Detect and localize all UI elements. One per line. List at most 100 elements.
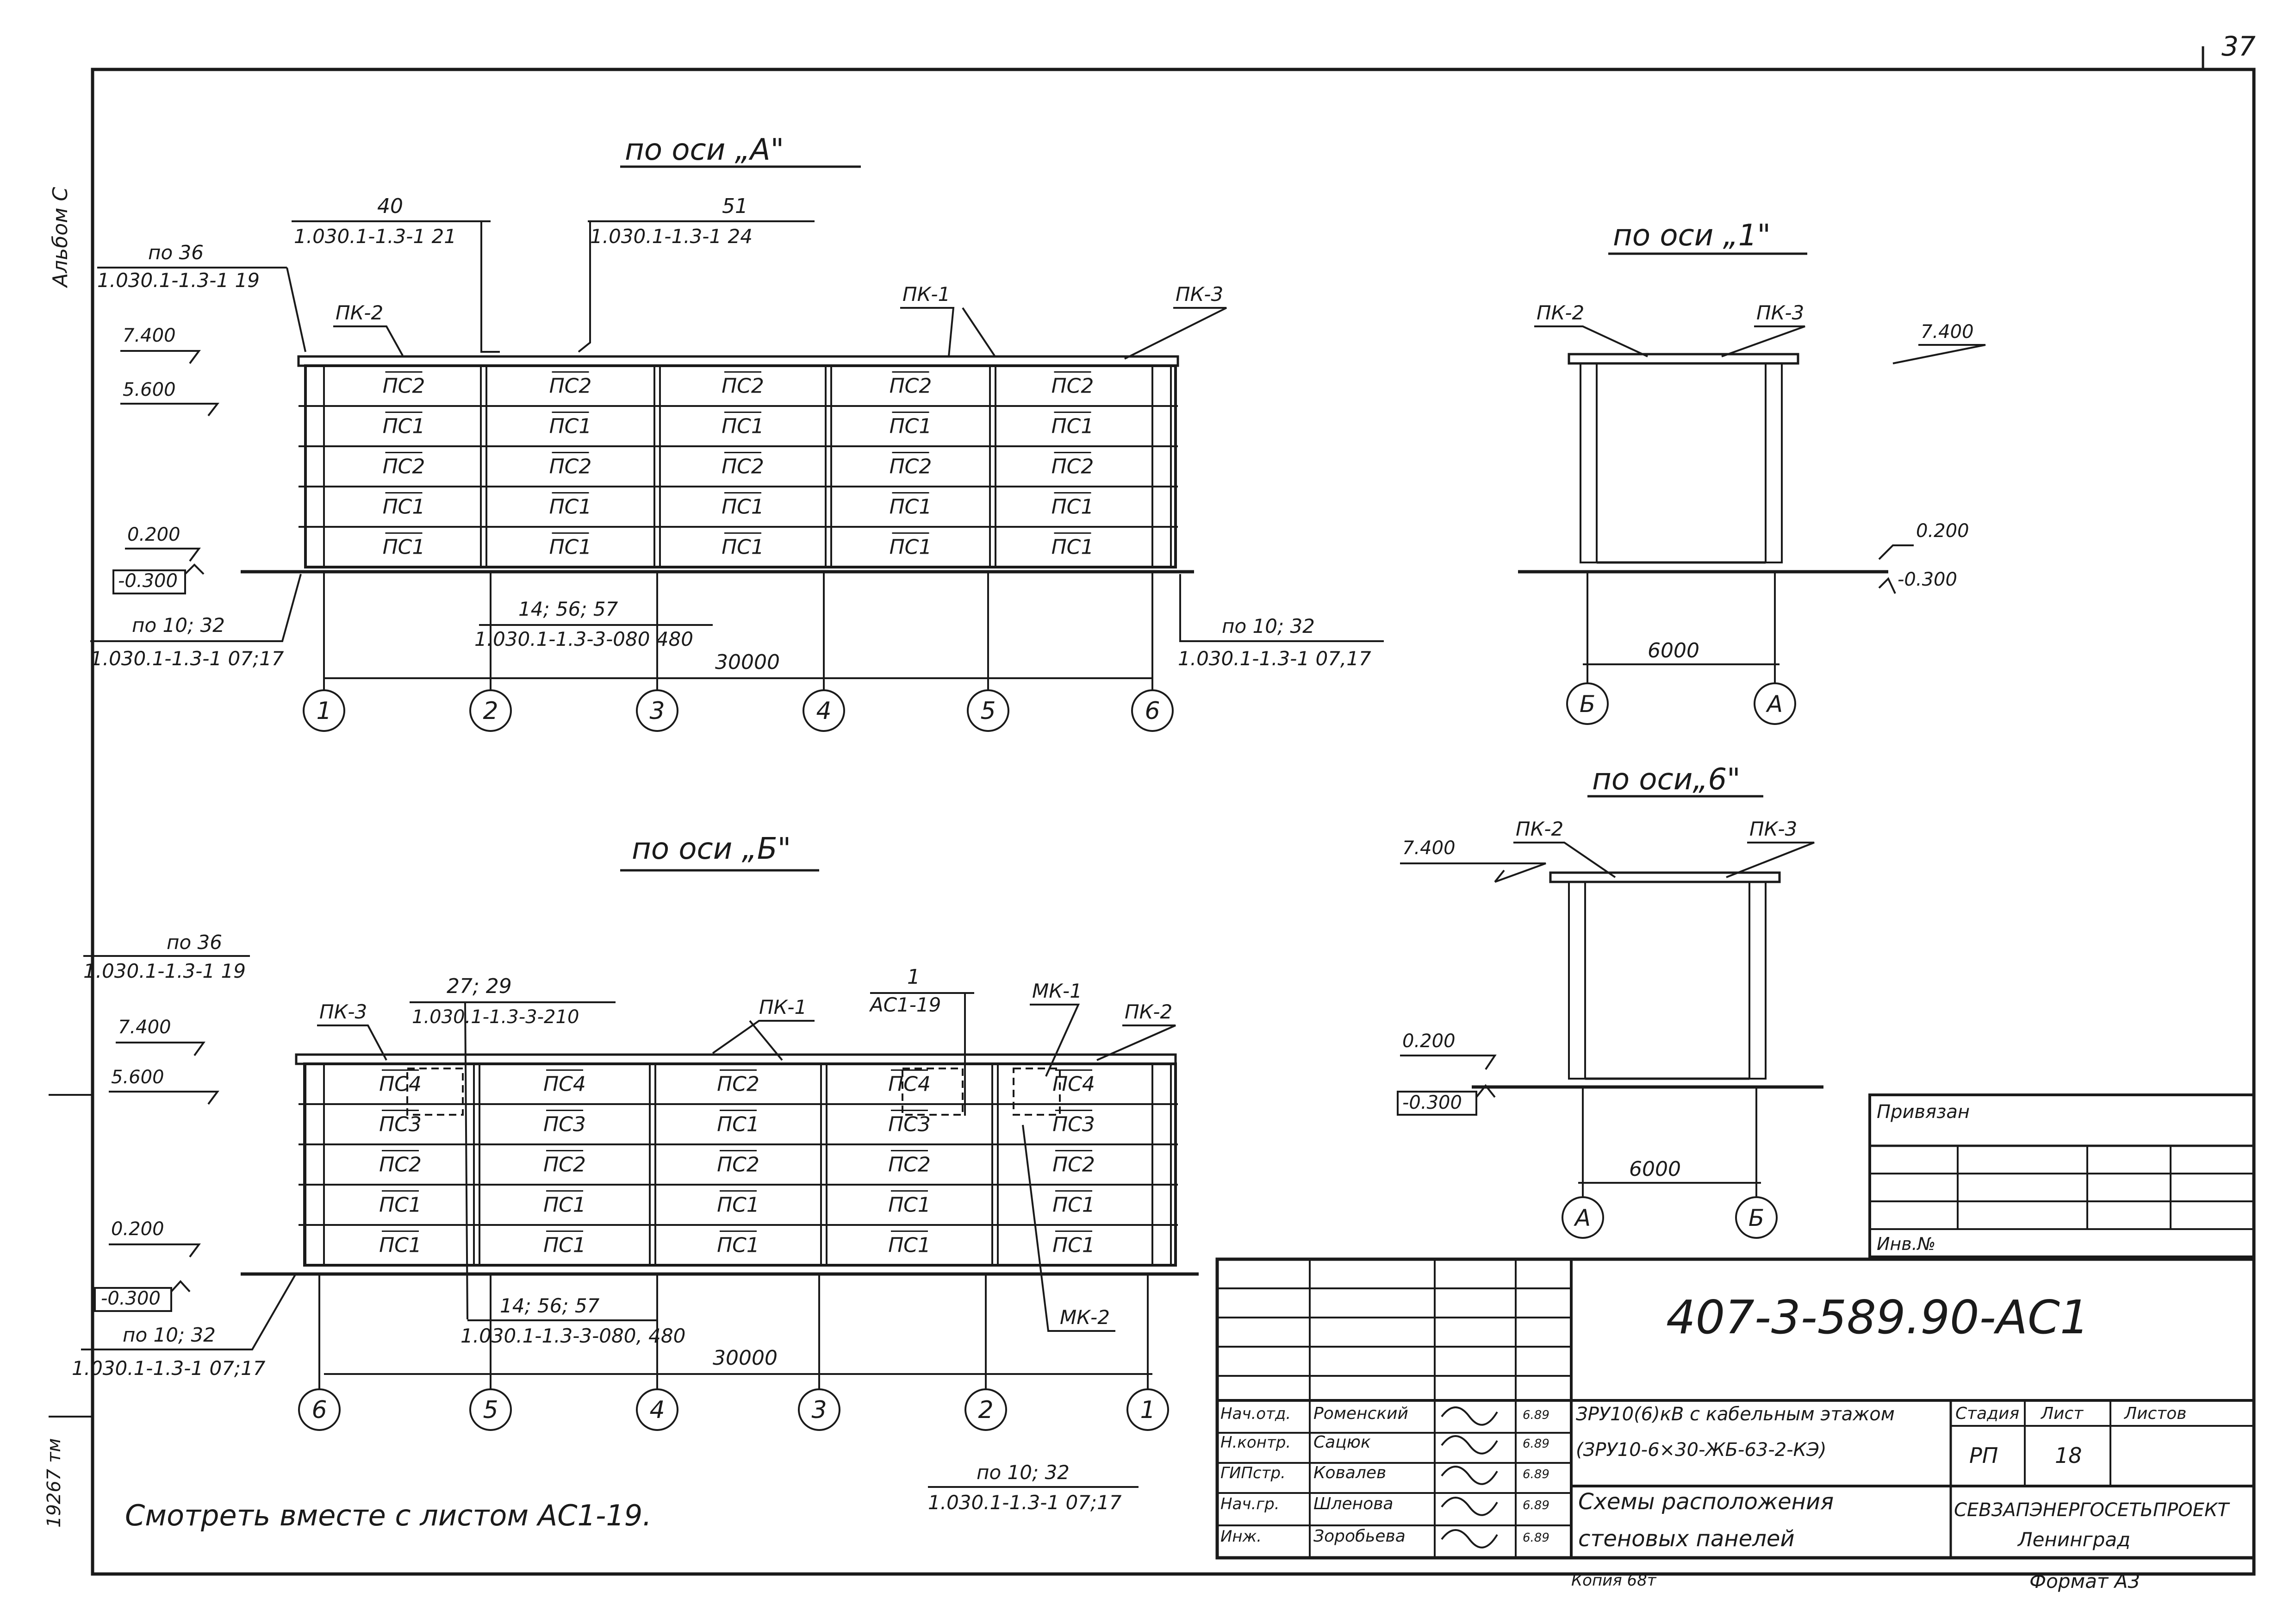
- view_b-panel-label: ПС1: [379, 1193, 422, 1217]
- view-b-level-0300: -0.300: [101, 1288, 161, 1309]
- view-6-level-7400: 7.400: [1402, 837, 1456, 859]
- signatory-name: Шленова: [1313, 1494, 1394, 1513]
- signature-mark: [1441, 1435, 1498, 1455]
- view-b-bottom-right-num: по 10; 32: [977, 1461, 1070, 1484]
- view_a-panel-label: ПС2: [890, 375, 932, 398]
- signatory-date: 6.89: [1523, 1499, 1549, 1512]
- organization-name: СЕВЗАПЭНЕРГОСЕТЬПРОЕКТ: [1954, 1499, 2230, 1521]
- view-b-top-ref: 1.030.1-1.3-3-210: [412, 1006, 579, 1028]
- binding-stamp: Привязан Инв.№: [1868, 1093, 2255, 1258]
- signatory-name: Сацюк: [1313, 1433, 1371, 1452]
- view-b-ac-num: 1: [907, 965, 920, 989]
- format-note: Формат А3: [2029, 1570, 2140, 1593]
- view_a-panel-label: ПС2: [722, 375, 764, 398]
- view-1-dimension: 6000: [1648, 639, 1699, 662]
- stage-label: Стадия: [1955, 1404, 2019, 1423]
- view_b-panel-label: ПС2: [379, 1153, 422, 1177]
- view_b-axis-label: 3: [811, 1396, 827, 1424]
- view-a-mark-pk2: ПК-2: [336, 301, 383, 324]
- view-a-bottom-mid-num: 14; 56; 57: [518, 598, 618, 620]
- view_a-panel-label: ПС1: [890, 415, 932, 438]
- view_b-panel-label: ПС3: [1052, 1113, 1095, 1137]
- view-1-level-0300: -0.300: [1898, 569, 1957, 590]
- view_b-panel-label: ПС2: [717, 1153, 759, 1177]
- view_a-panel-label: ПС1: [722, 415, 764, 438]
- view-b-mark-pk1: ПК-1: [759, 996, 807, 1018]
- organization-city: Ленинград: [2017, 1528, 2130, 1551]
- view_b-panel-label: ПС1: [888, 1234, 931, 1257]
- inv-no-label: Инв.№: [1877, 1234, 1935, 1254]
- view-b-level-0200: 0.200: [111, 1218, 164, 1240]
- view_a-panel-label: ПС1: [1052, 415, 1094, 438]
- elevation-axis-b: по оси „Б" по 36 1.030.1-1.3-1 19 27; 29…: [72, 832, 1199, 1514]
- view-a-ref2-num: 51: [722, 194, 748, 218]
- view_a-panel-label: ПС2: [1052, 375, 1094, 398]
- signatory-date: 6.89: [1523, 1437, 1549, 1451]
- signatory-date: 6.89: [1523, 1531, 1549, 1545]
- view-a-bottom-right-ref: 1.030.1-1.3-1 07,17: [1178, 647, 1371, 670]
- view-6-level-0300: -0.300: [1402, 1092, 1462, 1113]
- view-1-mark-pk2: ПК-2: [1537, 301, 1584, 324]
- page-number: 37: [2221, 31, 2256, 62]
- view_b-panel-label: ПС1: [1052, 1193, 1095, 1217]
- view-1-level-7400: 7.400: [1921, 321, 1974, 343]
- view-6-mark-pk3: ПК-3: [1749, 818, 1797, 840]
- view_b-panel-label: ПС4: [888, 1073, 931, 1096]
- view-b-title: по оси „Б": [632, 832, 791, 866]
- object-line-2: (ЗРУ10-6×30-ЖБ-63-2-КЭ): [1576, 1439, 1826, 1461]
- view-a-bottom-left-ref: 1.030.1-1.3-1 07;17: [90, 647, 284, 670]
- view_a-panel-label: ПС2: [722, 455, 764, 479]
- elevation-axis-1: по оси „1" ПК-2 ПК-3 7.400 0.200 -0.300 …: [1518, 219, 1986, 725]
- view-b-mark-mk1: МК-1: [1032, 980, 1082, 1002]
- signatory-date: 6.89: [1523, 1408, 1549, 1422]
- view_a-panel-label: ПС1: [383, 536, 425, 559]
- view_b-panel-label: ПС2: [1052, 1153, 1095, 1177]
- view_a-panel-label: ПС2: [549, 455, 592, 479]
- signature-mark: [1441, 1497, 1498, 1516]
- view-b-mark-mk2: МК-2: [1060, 1306, 1110, 1329]
- view_a-axis-label: 5: [980, 697, 996, 725]
- view_a-panel-label: ПС1: [549, 415, 592, 438]
- view-a-bottom-mid-ref: 1.030.1-1.3-3-080 480: [474, 628, 693, 650]
- signatory-name: Роменский: [1313, 1404, 1408, 1423]
- view_a-panel-label: ПС2: [549, 375, 592, 398]
- privyazan-label: Привязан: [1877, 1101, 1970, 1123]
- view-6-axis-b: Б: [1748, 1205, 1764, 1231]
- view_b-panel-label: ПС2: [717, 1073, 759, 1096]
- view_b-panel-label: ПС4: [1052, 1073, 1095, 1096]
- copied-note: Копия 68т: [1571, 1571, 1657, 1590]
- view-a-level-7400: 7.400: [123, 325, 176, 346]
- view-b-bottom-left-ref: 1.030.1-1.3-1 07;17: [72, 1357, 266, 1380]
- view-6-level-0200: 0.200: [1402, 1031, 1456, 1052]
- view-b-left-ref: 1.030.1-1.3-1 19: [83, 960, 246, 982]
- view_a-panel-label: ПС2: [890, 455, 932, 479]
- signature-mark: [1441, 1466, 1498, 1485]
- view-6-title: по оси„6": [1592, 762, 1741, 797]
- view_b-axis-label: 2: [978, 1396, 993, 1424]
- view-6-mark-pk2: ПК-2: [1516, 818, 1563, 840]
- view-1-title: по оси „1": [1613, 219, 1771, 253]
- view_b-panel-label: ПС1: [717, 1193, 759, 1217]
- view_b-panel-label: ПС1: [543, 1234, 586, 1257]
- sheet-frame: [91, 68, 2256, 1576]
- signatory-role: Н.контр.: [1220, 1433, 1291, 1452]
- view_a-axis-label: 1: [316, 697, 331, 725]
- view_b-panel-label: ПС2: [888, 1153, 931, 1177]
- signatory-date: 6.89: [1523, 1468, 1549, 1481]
- view-b-level-7400: 7.400: [118, 1017, 171, 1038]
- view_b-panel-label: ПС1: [717, 1113, 759, 1137]
- view_b-panel-label: ПС4: [379, 1073, 422, 1096]
- view-1-axis-a: А: [1766, 691, 1783, 718]
- view_a-axis-label: 6: [1145, 697, 1160, 725]
- view-1-mark-pk3: ПК-3: [1756, 301, 1804, 324]
- view_a-panel-label: ПС1: [549, 536, 592, 559]
- view_a-panel-label: ПС1: [722, 536, 764, 559]
- view_b-axis-label: 4: [649, 1396, 665, 1424]
- view-a-level-0300: -0.300: [118, 570, 178, 592]
- view-b-bottom-right-ref: 1.030.1-1.3-1 07;17: [928, 1491, 1122, 1514]
- view_a-panel-label: ПС1: [383, 415, 425, 438]
